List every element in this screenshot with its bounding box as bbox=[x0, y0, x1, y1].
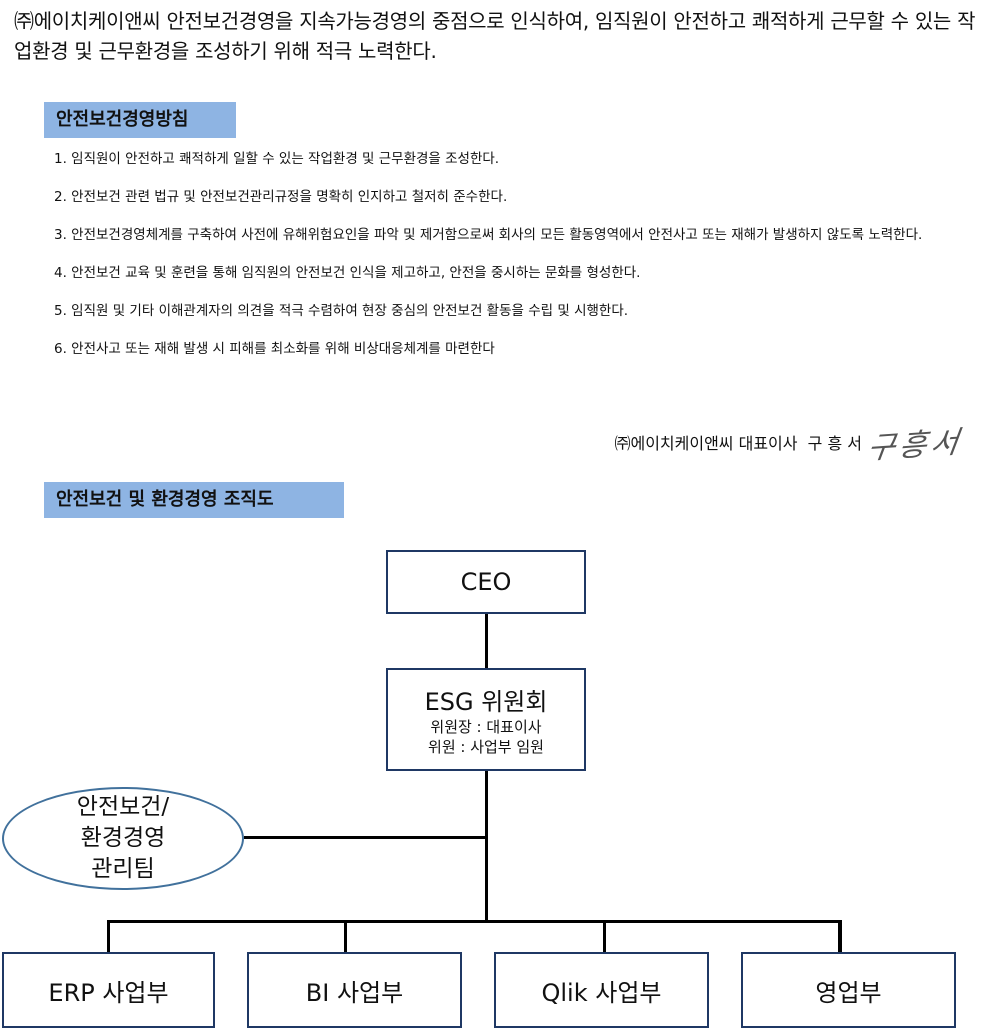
connector bbox=[107, 920, 842, 923]
division-box: BI 사업부 bbox=[247, 952, 462, 1028]
policy-item: 4. 안전보건 교육 및 훈련을 통해 임직원의 안전보건 인식을 제고하고, … bbox=[54, 265, 641, 281]
policy-item: 6. 안전사고 또는 재해 발생 시 피해를 최소화를 위해 비상대응체계를 마… bbox=[54, 341, 495, 357]
division-label: 영업부 bbox=[815, 978, 882, 1007]
committee-title: ESG 위원회 bbox=[424, 688, 548, 716]
policy-item: 2. 안전보건 관련 법규 및 안전보건관리규정을 명확히 인지하고 철저히 준… bbox=[54, 189, 508, 205]
signature-line: ㈜에이치케이앤씨 대표이사 구 흥 서 bbox=[614, 434, 862, 453]
connector bbox=[838, 920, 842, 952]
connector bbox=[107, 920, 110, 952]
policy-list: 1. 임직원이 안전하고 쾌적하게 일할 수 있는 작업환경 및 근무환경을 조… bbox=[54, 150, 934, 378]
ceo-label: CEO bbox=[460, 568, 512, 596]
safety-team-node: 안전보건/ 환경경영 관리팀 bbox=[2, 787, 244, 890]
policy-item: 5. 임직원 및 기타 이해관계자의 의견을 적극 수렴하여 현장 중심의 안전… bbox=[54, 303, 629, 319]
policy-item: 3. 안전보건경영체계를 구축하여 사전에 유해위험요인을 파악 및 제거함으로… bbox=[54, 227, 923, 243]
division-box: Qlik 사업부 bbox=[494, 952, 709, 1028]
division-box: 영업부 bbox=[741, 952, 956, 1028]
policy-heading: 안전보건경영방침 bbox=[44, 102, 236, 138]
connector bbox=[344, 920, 347, 952]
org-heading: 안전보건 및 환경경영 조직도 bbox=[44, 482, 344, 518]
division-label: Qlik 사업부 bbox=[541, 978, 662, 1007]
connector bbox=[603, 920, 606, 952]
handwritten-signature: 구흥서 bbox=[865, 424, 965, 467]
intro-paragraph: ㈜에이치케이앤씨 안전보건경영을 지속가능경영의 중점으로 인식하여, 임직원이… bbox=[14, 9, 976, 63]
committee-chair: 위원장 : 대표이사 bbox=[430, 718, 542, 736]
connector bbox=[244, 836, 486, 839]
division-label: BI 사업부 bbox=[305, 978, 404, 1007]
connector bbox=[485, 614, 488, 668]
ceo-box: CEO bbox=[386, 550, 586, 614]
division-box: ERP 사업부 bbox=[2, 952, 215, 1028]
policy-item: 1. 임직원이 안전하고 쾌적하게 일할 수 있는 작업환경 및 근무환경을 조… bbox=[54, 151, 500, 167]
connector bbox=[485, 771, 488, 922]
division-label: ERP 사업부 bbox=[48, 978, 169, 1007]
esg-committee-box: ESG 위원회 위원장 : 대표이사 위원 : 사업부 임원 bbox=[386, 668, 586, 771]
signature-block: ㈜에이치케이앤씨 대표이사 구 흥 서 구흥서 bbox=[614, 420, 968, 467]
committee-members: 위원 : 사업부 임원 bbox=[428, 738, 544, 756]
